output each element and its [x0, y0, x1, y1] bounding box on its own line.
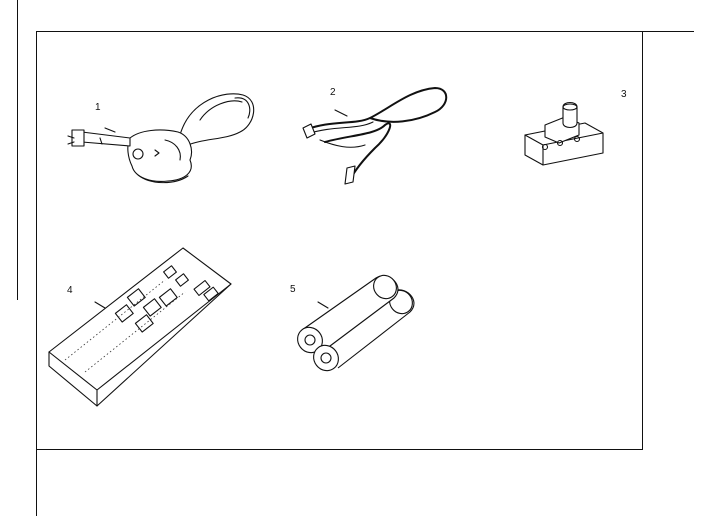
part-1: 1: [60, 80, 260, 195]
part-4: 4: [45, 240, 245, 410]
frame-bottom: [36, 449, 643, 450]
cable-icon: [302, 87, 448, 185]
frame-left: [36, 31, 37, 516]
part-number-label: 3: [621, 89, 627, 100]
top-rule-line: [616, 31, 694, 32]
frame-top: [36, 31, 616, 32]
frame-right: [642, 31, 643, 449]
batteries-icon: [297, 274, 415, 372]
part-3: 3: [515, 85, 635, 175]
part-2: 2: [295, 80, 455, 190]
left-margin-line: [17, 0, 18, 300]
connector-block-icon: [524, 101, 604, 166]
part-number-label: 5: [290, 284, 296, 295]
remote-control-icon: [48, 247, 232, 407]
part-number-label: 1: [95, 102, 101, 113]
part-number-label: 4: [67, 285, 73, 296]
part-number-label: 2: [330, 87, 336, 98]
part-5: 5: [280, 270, 430, 380]
antenna-adapter-icon: [67, 93, 255, 184]
